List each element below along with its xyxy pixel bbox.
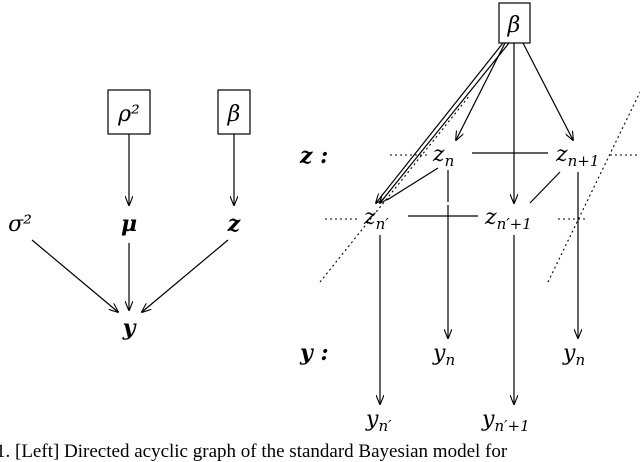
edge-zn1-znp1 [529, 171, 561, 204]
left-y-label: y [122, 315, 138, 341]
node-y-n-a: yn [432, 341, 455, 369]
left-rho2-box [107, 89, 151, 135]
edge-beta-to-znp [376, 42, 504, 203]
row-label-z: z : [299, 143, 328, 169]
edge-beta-to-zn [456, 42, 506, 140]
edge-beta-to-znp-2 [380, 42, 510, 203]
left-mu-label: μ [121, 211, 137, 237]
dotted-diagonal-right [547, 91, 640, 283]
node-y-np: yn′ [365, 407, 392, 435]
edge-zn-znp [386, 167, 439, 201]
node-y-np1: yn′+1 [481, 407, 530, 435]
node-z-np1: zn′+1 [484, 205, 532, 233]
row-label-y: y : [299, 340, 329, 366]
edge-beta-to-zn1 [522, 42, 573, 140]
right-graph: z : y : β zn zn+1 zn′ zn′+1 yn yn yn′ yn… [299, 2, 640, 435]
node-z-np: zn′ [363, 205, 389, 233]
right-beta-label: β [507, 13, 521, 38]
left-rho2-label: ρ² [117, 102, 140, 127]
node-y-n-b: yn [562, 341, 585, 369]
node-z-n1: zn+1 [555, 142, 599, 170]
right-beta-box [498, 2, 531, 44]
left-graph: ρ² β σ² μ z y [8, 89, 251, 341]
left-z-label: z [227, 211, 241, 237]
left-sigma2-label: σ² [8, 212, 32, 237]
node-z-n: zn [432, 142, 454, 170]
edge-z-to-y [142, 239, 229, 312]
left-beta-box [217, 89, 251, 135]
edge-sigma2-to-y [31, 239, 118, 312]
figure-caption: 1. [Left] Directed acyclic graph of the … [0, 441, 508, 462]
left-beta-label: β [227, 102, 241, 127]
